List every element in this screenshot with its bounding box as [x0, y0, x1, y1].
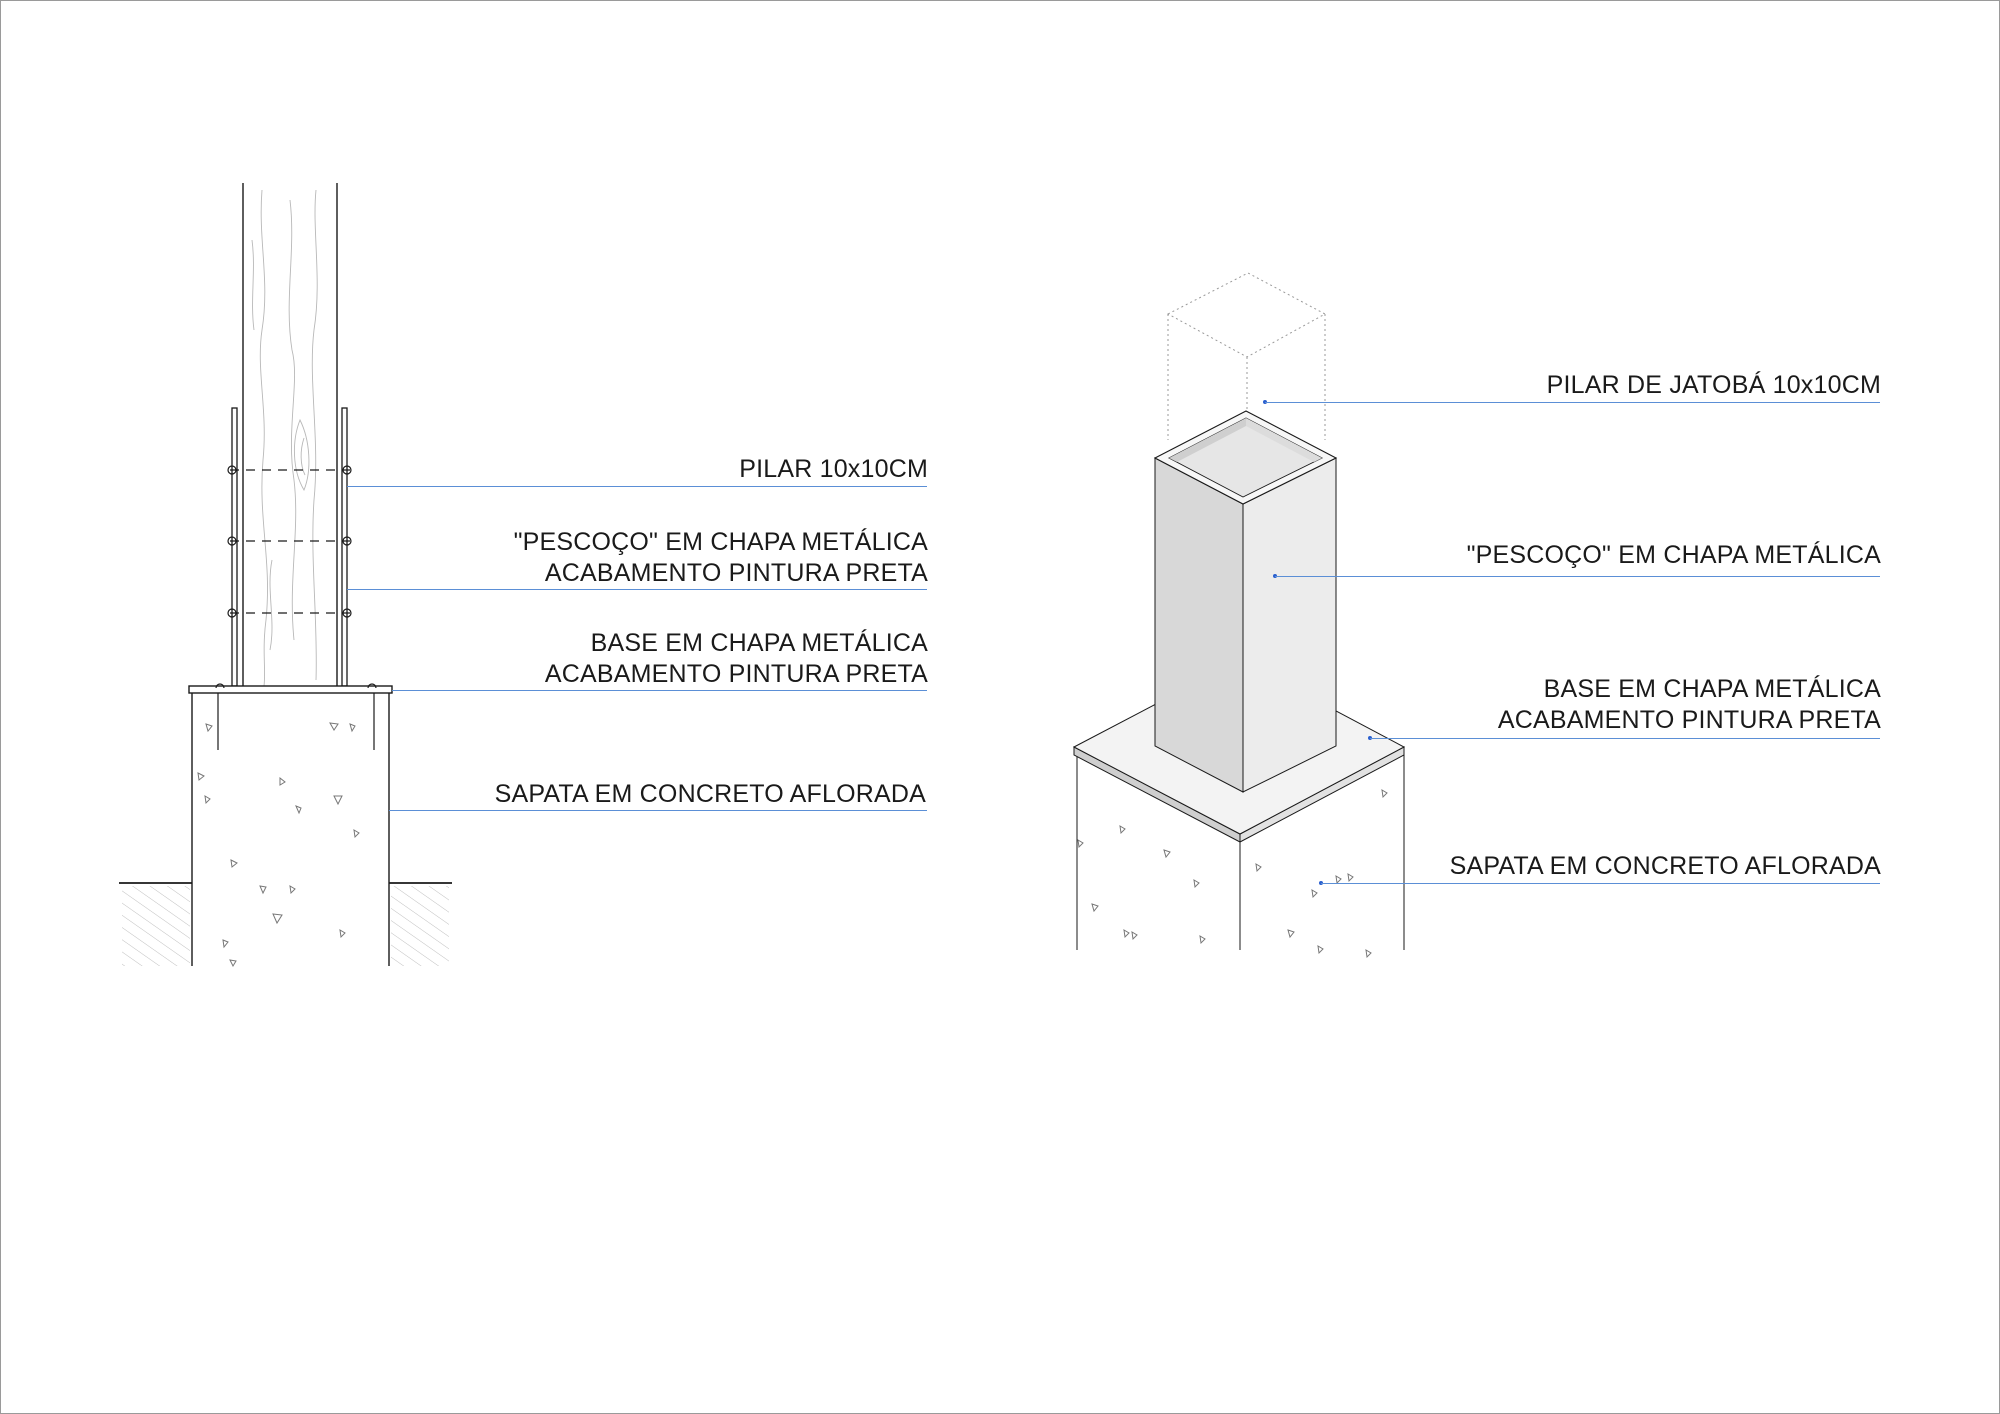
label-pilar-iso: PILAR DE JATOBÁ 10x10CM: [1547, 370, 1881, 401]
label-line: ACABAMENTO PINTURA PRETA: [1497, 706, 1881, 734]
label-line: BASE EM CHAPA METÁLICA: [590, 629, 928, 657]
leader-line-sapata-elevation: [389, 810, 927, 811]
label-line: SAPATA EM CONCRETO AFLORADA: [494, 780, 926, 808]
label-line: ACABAMENTO PINTURA PRETA: [544, 660, 928, 688]
label-line: "PESCOÇO" EM CHAPA METÁLICA: [1466, 541, 1881, 569]
label-pescoco-elevation: "PESCOÇO" EM CHAPA METÁLICA ACABAMENTO P…: [514, 527, 928, 589]
ground-line: [119, 882, 452, 966]
aggregate-marks: [197, 722, 360, 968]
base-plate: [188, 683, 393, 750]
steel-neck-tube: [1153, 410, 1338, 793]
wood-grain: [251, 189, 318, 687]
concrete-footing-iso: [1076, 755, 1405, 959]
anchor-bolts: [215, 683, 377, 750]
aggregate-marks-iso: [1077, 789, 1388, 959]
leader-line-sapata-iso: [1321, 883, 1880, 884]
leader-line-pilar-iso: [1265, 402, 1880, 403]
label-line: PILAR DE JATOBÁ 10x10CM: [1546, 371, 1881, 399]
label-line: PILAR 10x10CM: [739, 455, 928, 483]
leader-line-pilar-elevation: [347, 486, 927, 487]
label-line: SAPATA EM CONCRETO AFLORADA: [1449, 852, 1881, 880]
label-line: ACABAMENTO PINTURA PRETA: [544, 559, 928, 587]
leader-line-base-elevation: [392, 690, 927, 691]
concrete-footing: [191, 693, 390, 968]
label-base-iso: BASE EM CHAPA METÁLICA ACABAMENTO PINTUR…: [1498, 674, 1881, 736]
phantom-timber-column: [1166, 272, 1327, 440]
label-line: "PESCOÇO" EM CHAPA METÁLICA: [513, 528, 928, 556]
leader-line-pescoco-elevation: [347, 589, 927, 590]
bolts: [227, 465, 352, 618]
leader-line-base-iso: [1370, 738, 1880, 739]
label-sapata-elevation: SAPATA EM CONCRETO AFLORADA: [495, 779, 926, 810]
label-sapata-iso: SAPATA EM CONCRETO AFLORADA: [1450, 851, 1881, 882]
label-line: BASE EM CHAPA METÁLICA: [1543, 675, 1881, 703]
timber-column: [242, 183, 338, 687]
label-pilar-elevation: PILAR 10x10CM: [739, 454, 928, 485]
label-pescoco-iso: "PESCOÇO" EM CHAPA METÁLICA: [1467, 540, 1881, 571]
label-base-elevation: BASE EM CHAPA METÁLICA ACABAMENTO PINTUR…: [545, 628, 928, 690]
leader-line-pescoco-iso: [1275, 576, 1880, 577]
